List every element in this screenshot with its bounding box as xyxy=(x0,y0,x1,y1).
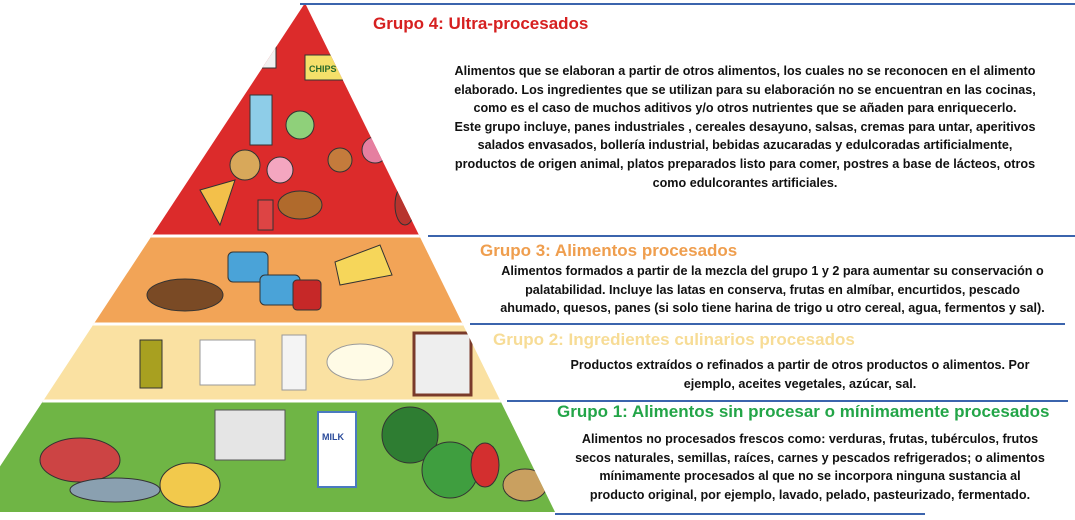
group1-title: Grupo 1: Alimentos sin procesar o mínima… xyxy=(557,402,1050,421)
processed-foods-illustration xyxy=(146,244,393,312)
text-line: ahumado, quesos, panes (si solo tiene ha… xyxy=(500,301,1045,316)
group1-description: Alimentos no procesados frescos como: ve… xyxy=(545,430,1075,504)
text-line: Alimentos que se elaboran a partir de ot… xyxy=(454,64,1036,78)
group3-title: Grupo 3: Alimentos procesados xyxy=(480,241,738,260)
unprocessed-foods-illustration: MILK xyxy=(39,406,548,508)
text-line: palatabilidad. Incluye las latas en cons… xyxy=(525,282,1020,297)
text-line: mínimamente procesados al que no se inco… xyxy=(599,469,1021,484)
text-line: Alimentos formados a partir de la mezcla… xyxy=(501,264,1044,278)
text-line: producto original, por ejemplo, lavado, … xyxy=(589,487,1031,502)
chips-label: CHIPS xyxy=(309,64,337,74)
text-line: Productos extraídos o refinados a partir… xyxy=(570,358,1030,372)
culinary-ingredients-illustration xyxy=(139,331,473,397)
text-line: Este grupo incluye, panes industriales ,… xyxy=(454,119,1036,134)
text-line: ejemplo, aceites vegetales, azúcar, sal. xyxy=(683,376,917,391)
text-line: Alimentos no procesados frescos como: ve… xyxy=(581,432,1039,446)
text-line: secos naturales, semillas, raíces, carne… xyxy=(575,450,1045,465)
text-line: elaborado. Los ingredientes que se utili… xyxy=(454,82,1036,97)
milk-label: MILK xyxy=(322,432,344,442)
text-line: como es el caso de muchos aditivos y/o o… xyxy=(473,101,1017,116)
text-line: como edulcorantes artificiales. xyxy=(652,175,838,190)
text-line: productos de origen animal, platos prepa… xyxy=(454,156,1036,171)
group2-description: Productos extraídos o refinados a partir… xyxy=(530,356,1070,393)
text-line: salados envasados, bollería industrial, … xyxy=(477,138,1013,153)
group2-title: Grupo 2: Ingredientes culinarios procesa… xyxy=(493,330,855,349)
group3-description: Alimentos formados a partir de la mezcla… xyxy=(470,262,1075,318)
group4-title: Grupo 4: Ultra-procesados xyxy=(373,14,589,33)
group4-description: Alimentos que se elaboran a partir de ot… xyxy=(415,62,1075,192)
